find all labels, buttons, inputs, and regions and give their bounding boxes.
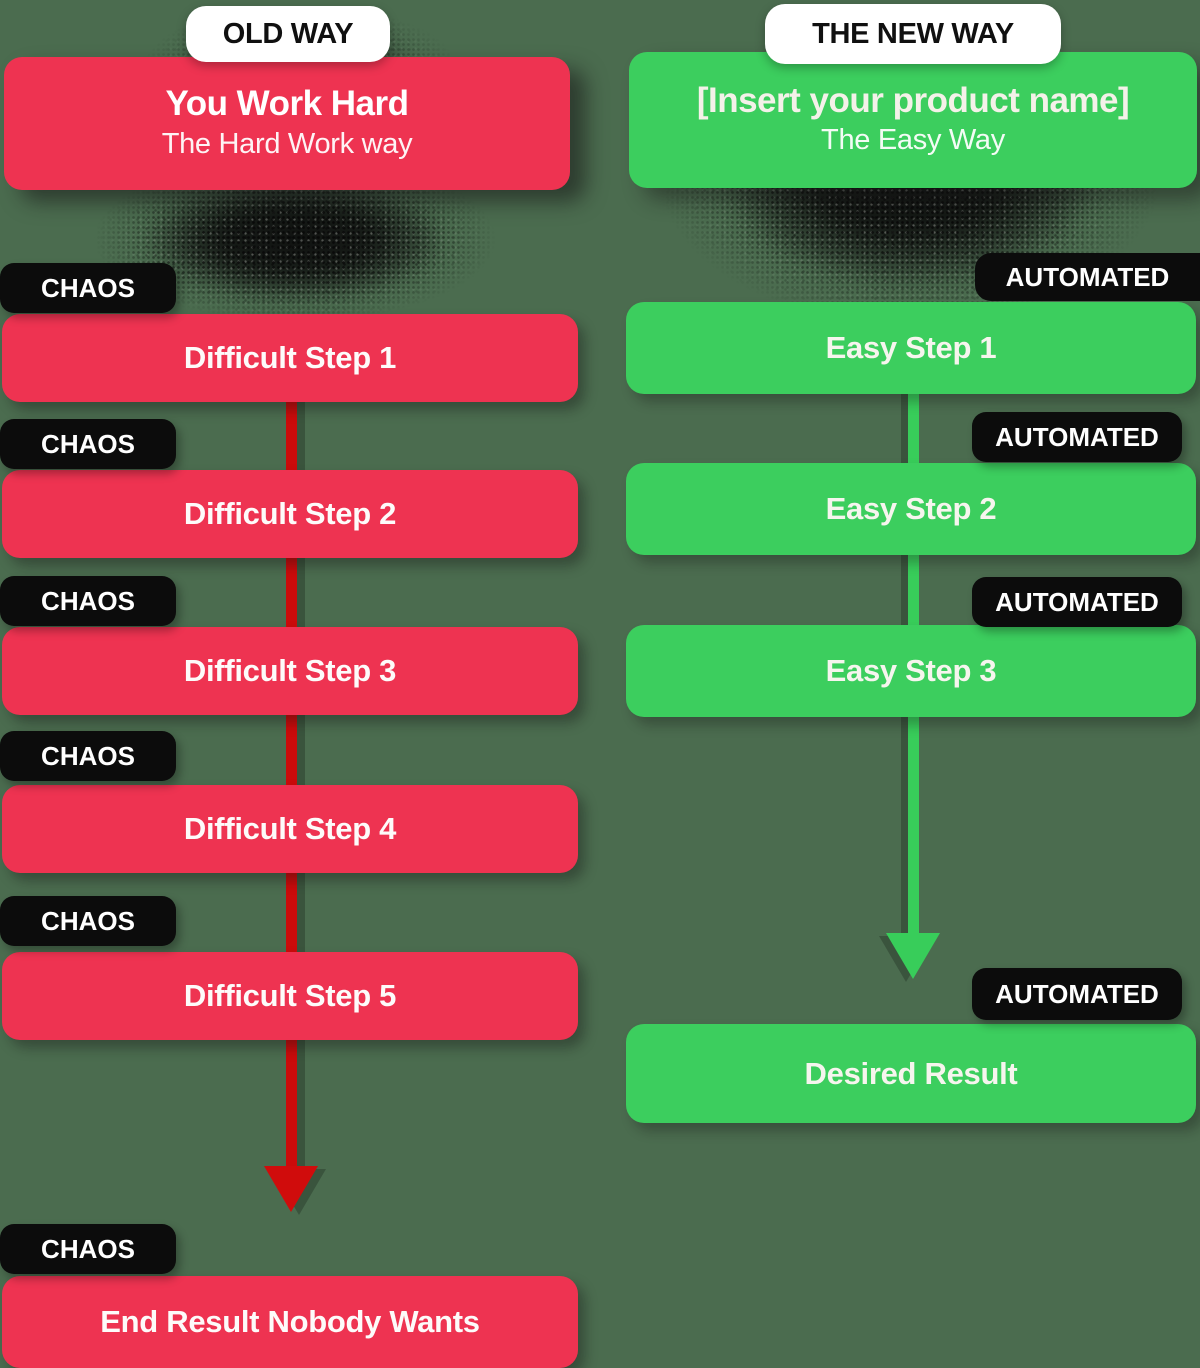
new-way-title: [Insert your product name] — [696, 80, 1130, 120]
desired-result-box: Desired Result — [626, 1024, 1196, 1123]
difficult-step-4-box: Difficult Step 4 — [2, 785, 578, 873]
easy-step-1-box: Easy Step 1 — [626, 302, 1196, 394]
old-way-subtitle: The Hard Work way — [161, 127, 413, 160]
automated-badge: AUTOMATED — [972, 968, 1182, 1020]
new-way-tag: THE NEW WAY — [765, 4, 1061, 64]
difficult-step-3-box: Difficult Step 3 — [2, 627, 578, 715]
difficult-step-5-box: Difficult Step 5 — [2, 952, 578, 1040]
easy-step-3-box: Easy Step 3 — [626, 625, 1196, 717]
old-way-header: You Work Hard The Hard Work way — [4, 57, 570, 190]
chaos-badge: CHAOS — [0, 576, 176, 626]
new-way-subtitle: The Easy Way — [821, 124, 1005, 157]
difficult-step-2-box: Difficult Step 2 — [2, 470, 578, 558]
new-way-header: [Insert your product name] The Easy Way — [629, 52, 1197, 188]
chaos-badge: CHAOS — [0, 1224, 176, 1274]
automated-badge: AUTOMATED — [975, 253, 1200, 301]
chaos-badge: CHAOS — [0, 263, 176, 313]
chaos-badge: CHAOS — [0, 896, 176, 946]
automated-badge: AUTOMATED — [972, 577, 1182, 627]
red-arrowhead-icon — [264, 1166, 318, 1212]
difficult-step-1-box: Difficult Step 1 — [2, 314, 578, 402]
chaos-badge: CHAOS — [0, 731, 176, 781]
end-result-box: End Result Nobody Wants — [2, 1276, 578, 1368]
old-way-title: You Work Hard — [165, 84, 409, 124]
green-arrowhead-icon — [886, 933, 940, 979]
easy-step-2-box: Easy Step 2 — [626, 463, 1196, 555]
chaos-badge: CHAOS — [0, 419, 176, 469]
old-way-tag: OLD WAY — [186, 6, 390, 62]
automated-badge: AUTOMATED — [972, 412, 1182, 462]
red-flow-line — [286, 398, 297, 1168]
